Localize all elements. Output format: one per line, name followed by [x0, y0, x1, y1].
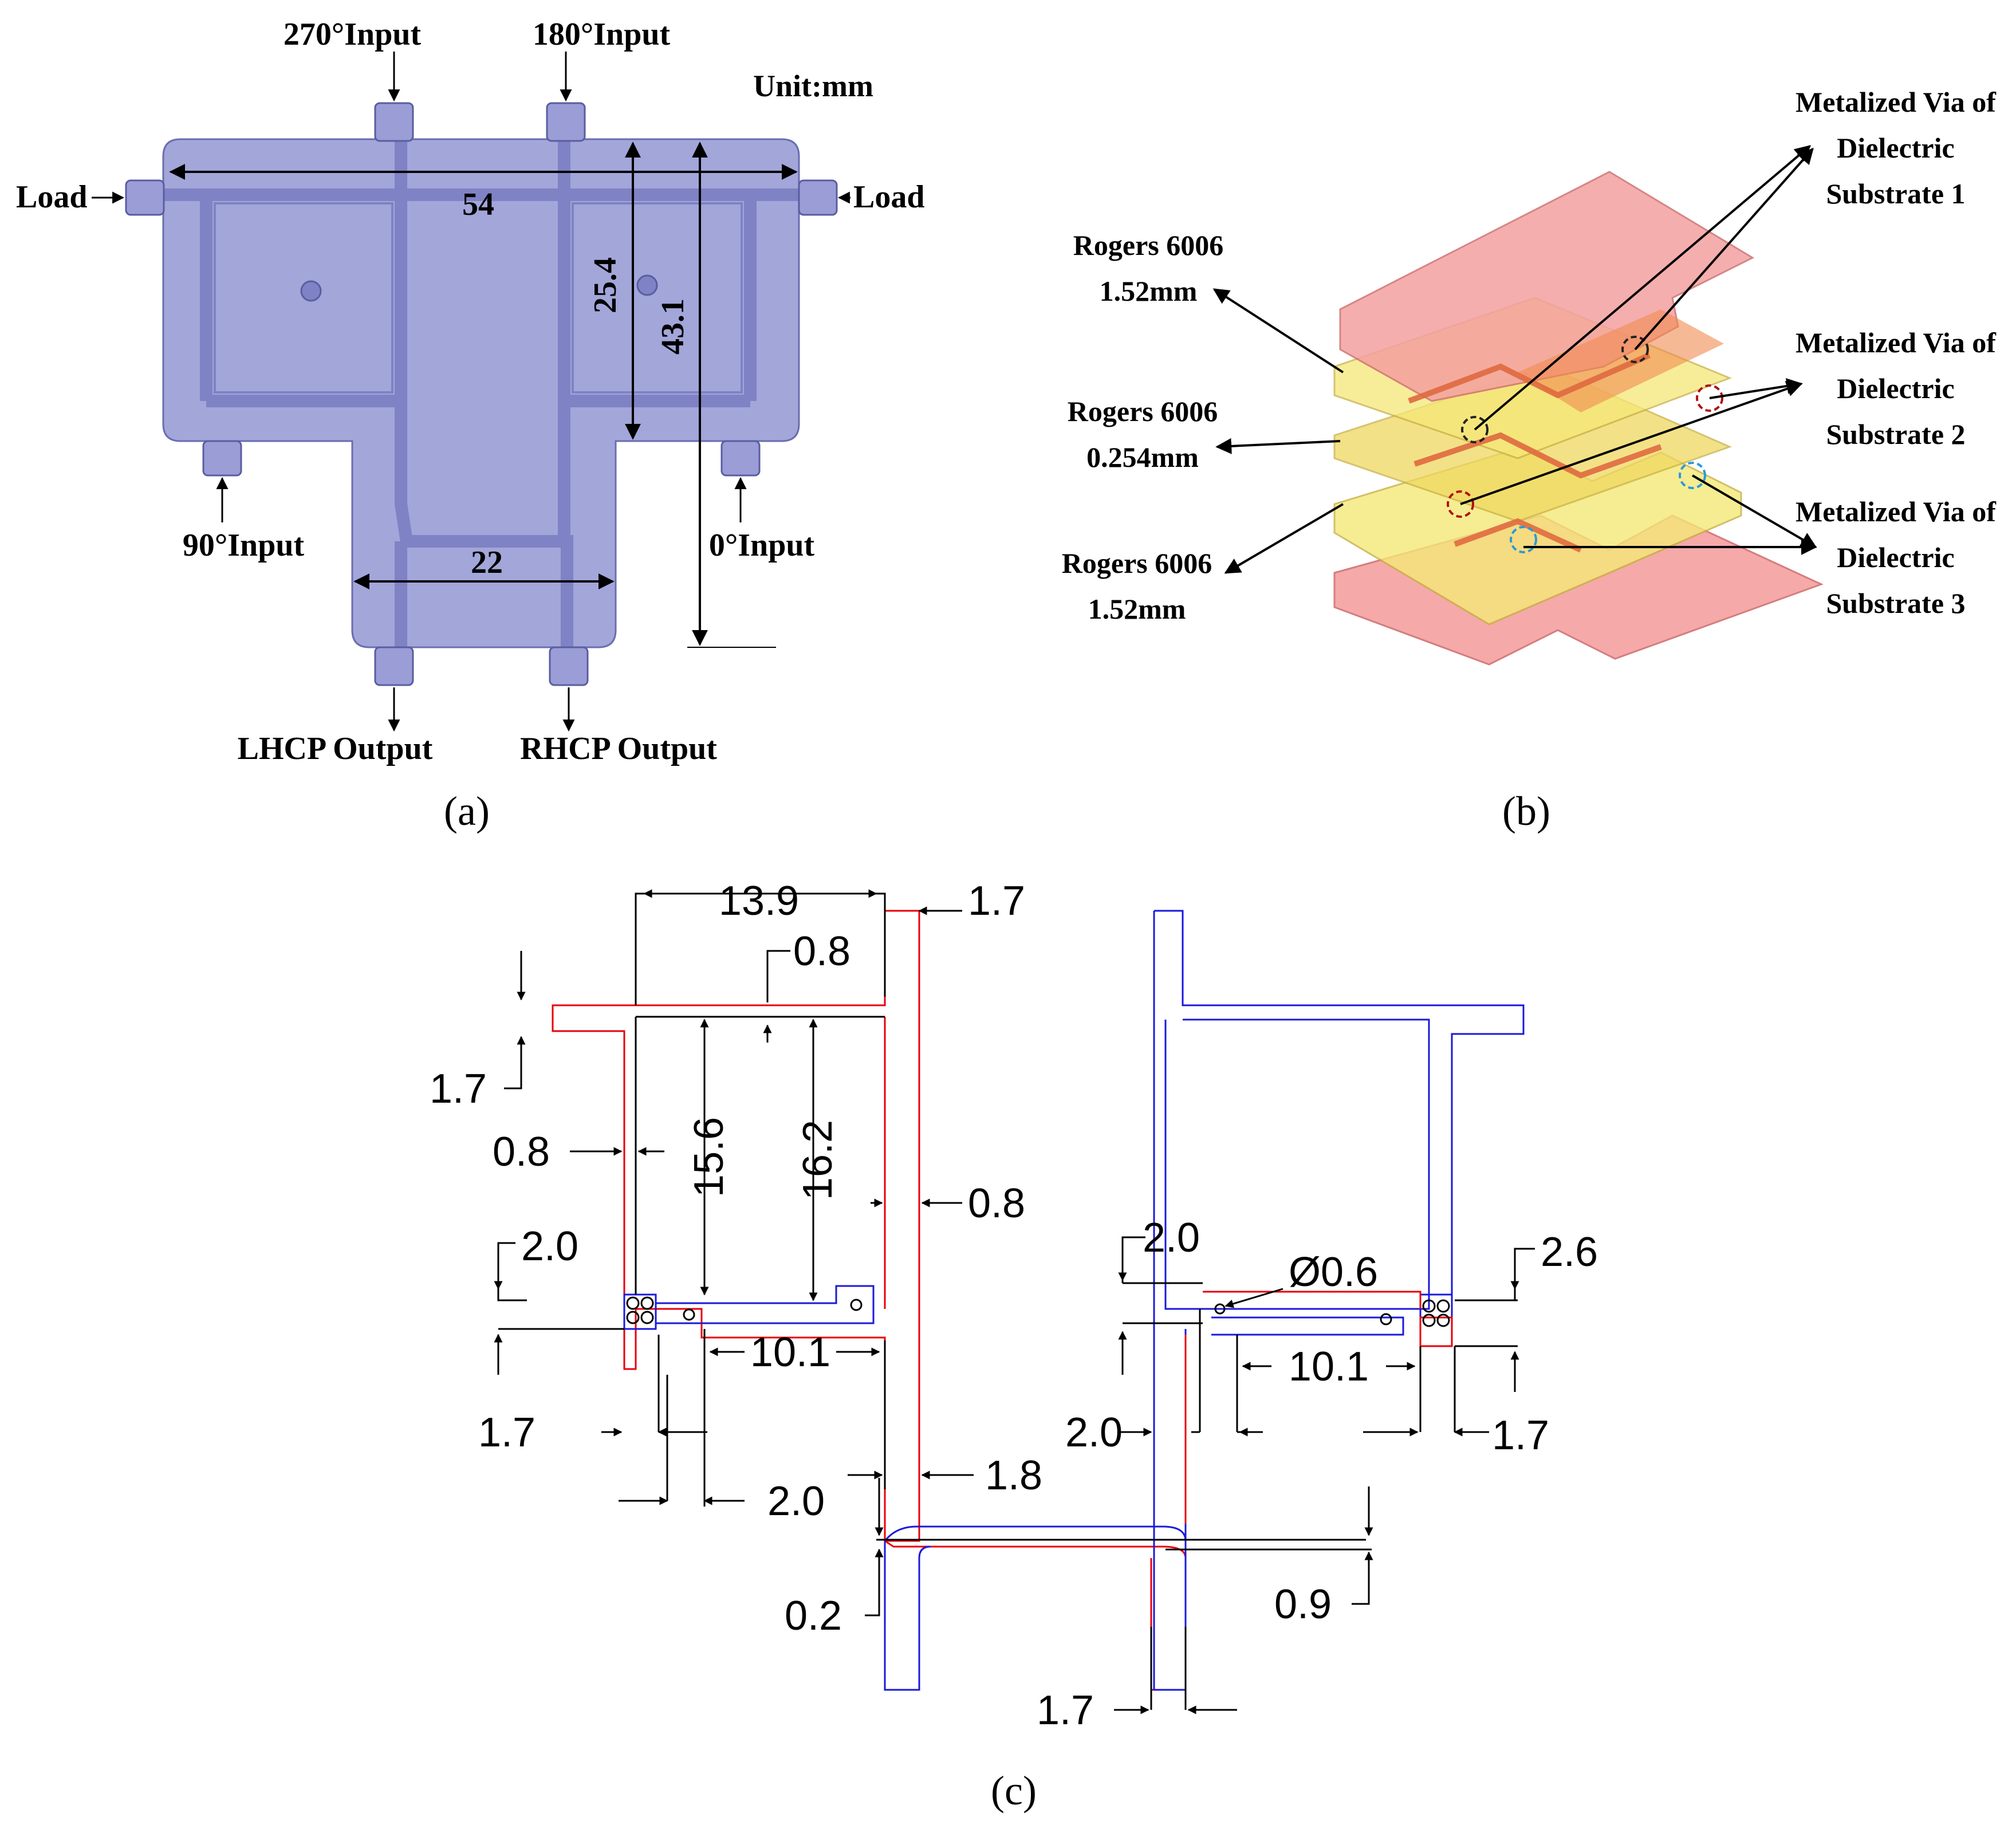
layer2-thickness: 0.254mm — [1086, 441, 1199, 473]
layer1-name: Rogers 6006 — [1073, 229, 1223, 261]
layer3-name: Rogers 6006 — [1062, 547, 1212, 579]
svg-text:Metalized Via of: Metalized Via of — [1796, 495, 1997, 528]
dim-22: 22 — [471, 545, 503, 580]
dim-1-7-left: 1.7 — [430, 1066, 487, 1112]
dim-0-8-top: 0.8 — [793, 929, 850, 974]
dim-54: 54 — [462, 187, 494, 222]
dim-43-1: 43.1 — [655, 298, 691, 355]
layer1-thickness: 1.52mm — [1100, 275, 1198, 307]
dim-25-4: 25.4 — [588, 257, 623, 313]
label-load-left: Load — [16, 179, 88, 215]
left-circuit-black — [626, 1016, 885, 1324]
panel-b: Rogers 6006 1.52mm Rogers 6006 0.254mm R… — [1062, 86, 1997, 834]
svg-text:Dielectric: Dielectric — [1837, 372, 1954, 404]
dim-2-0-left: 2.0 — [521, 1224, 578, 1269]
connectors — [125, 102, 838, 686]
layer3-thickness: 1.52mm — [1088, 593, 1186, 625]
dim-2-0-right: 2.0 — [1065, 1410, 1123, 1456]
via-label-1: Metalized Via of Dielectric Substrate 1 — [1796, 86, 1997, 210]
dim-0-8-left: 0.8 — [493, 1129, 550, 1175]
caption-b: (b) — [1502, 788, 1550, 834]
layer-arrows — [1212, 288, 1344, 574]
dim-0-8-right: 0.8 — [968, 1181, 1025, 1226]
dim-15-6: 15.6 — [686, 1117, 732, 1197]
dim-13-9: 13.9 — [719, 878, 799, 924]
dim-0-2: 0.2 — [785, 1593, 842, 1639]
label-load-right: Load — [853, 179, 925, 215]
panel-a: 270°Input 180°Input Unit:mm Load Load 90… — [16, 17, 925, 834]
dimension-lines-c — [494, 889, 1535, 1714]
dim-2-0-right-upper: 2.0 — [1143, 1215, 1200, 1261]
svg-text:Metalized Via of: Metalized Via of — [1796, 327, 1997, 359]
label-180-input: 180°Input — [533, 17, 671, 52]
dim-1-7-br: 1.7 — [1492, 1413, 1549, 1458]
dim-0-6: Ø0.6 — [1289, 1249, 1378, 1295]
label-0-input: 0°Input — [709, 528, 815, 563]
label-unit: Unit:mm — [753, 69, 873, 103]
label-lhcp-output: LHCP Output — [238, 731, 433, 766]
panel-c: 13.9 1.7 0.8 1.7 0.8 15.6 16.2 0.8 2.0 1… — [430, 878, 1598, 1814]
svg-text:Dielectric: Dielectric — [1837, 132, 1954, 164]
traces — [1408, 352, 1662, 553]
dimension-lines-a — [169, 141, 798, 648]
via-arrows — [1460, 145, 1817, 555]
label-270-input: 270°Input — [284, 17, 422, 52]
dim-2-0-bl: 2.0 — [767, 1478, 825, 1524]
via-markers — [1447, 336, 1723, 553]
label-rhcp-output: RHCP Output — [520, 731, 717, 766]
feed-region — [1518, 309, 1724, 412]
dimension-text-c: 13.9 1.7 0.8 1.7 0.8 15.6 16.2 0.8 2.0 1… — [430, 878, 1598, 1733]
dim-2-6: 2.6 — [1541, 1229, 1598, 1275]
svg-text:Substrate 3: Substrate 3 — [1826, 587, 1965, 619]
caption-a: (a) — [444, 788, 490, 834]
layer2-name: Rogers 6006 — [1068, 395, 1218, 427]
dim-16-2: 16.2 — [795, 1120, 841, 1200]
right-circuit-black — [1214, 1299, 1450, 1327]
dim-1-7-bl: 1.7 — [478, 1410, 536, 1456]
dim-1-7-top: 1.7 — [968, 878, 1025, 924]
label-90-input: 90°Input — [183, 528, 305, 563]
caption-c: (c) — [991, 1768, 1037, 1814]
left-circuit-blue — [623, 1285, 1187, 1691]
via-right — [636, 274, 658, 296]
right-circuit-red — [1184, 1291, 1453, 1524]
via-label-2: Metalized Via of Dielectric Substrate 2 — [1796, 327, 1997, 450]
port-arrows — [92, 52, 850, 732]
svg-text:Substrate 2: Substrate 2 — [1826, 418, 1965, 450]
via-label-3: Metalized Via of Dielectric Substrate 3 — [1796, 495, 1997, 619]
via-left — [300, 280, 322, 302]
svg-text:Substrate 1: Substrate 1 — [1826, 178, 1965, 210]
dim-10-1-right: 10.1 — [1289, 1344, 1369, 1390]
left-circuit-red — [552, 910, 1187, 1691]
dim-1-8: 1.8 — [985, 1453, 1042, 1499]
dim-1-7-bottom: 1.7 — [1037, 1688, 1094, 1733]
svg-text:Metalized Via of: Metalized Via of — [1796, 86, 1997, 118]
svg-text:Dielectric: Dielectric — [1837, 541, 1954, 573]
dim-0-9: 0.9 — [1274, 1582, 1332, 1627]
dim-10-1-left: 10.1 — [750, 1330, 830, 1375]
